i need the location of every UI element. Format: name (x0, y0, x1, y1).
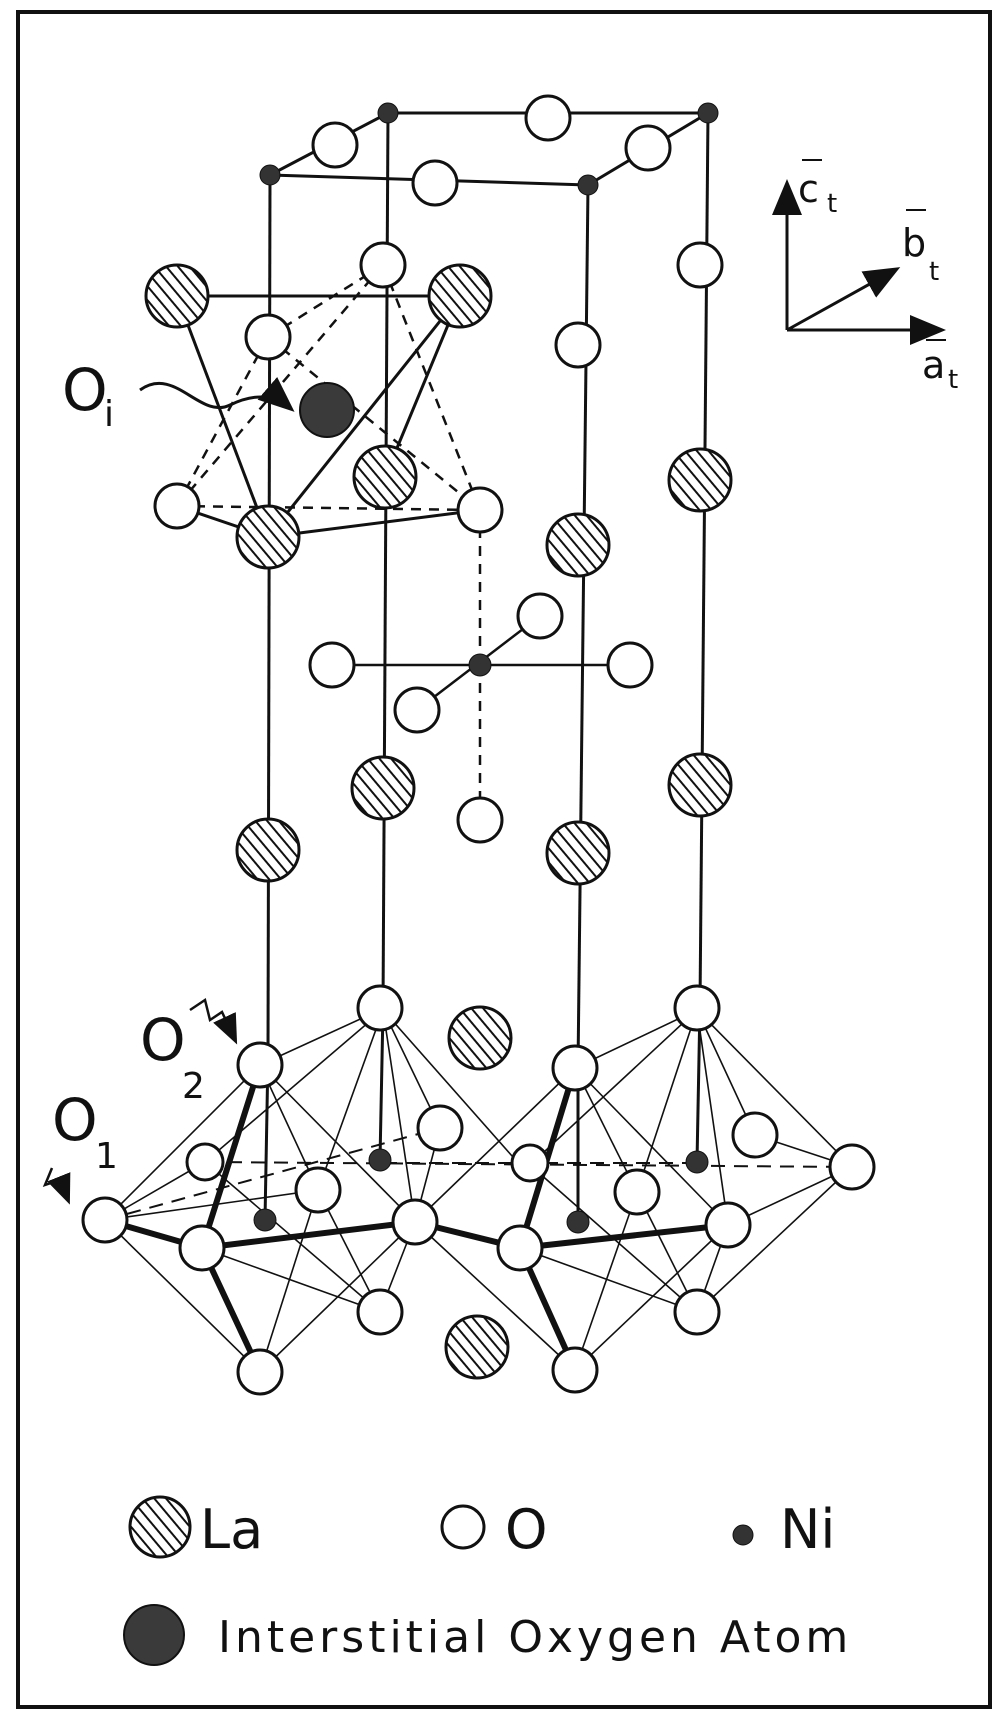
nickel-atoms (253, 102, 719, 1234)
label-o1-sub: 1 (95, 1136, 118, 1177)
legend-o-label: O (505, 1498, 548, 1561)
label-o1: O 1 (42, 1086, 118, 1205)
interstitial-oxygen-atom (299, 382, 355, 438)
axis-diagram: c t b t a t (772, 159, 958, 395)
legend-la-swatch (128, 1495, 192, 1559)
label-o2: O 2 (140, 997, 238, 1107)
axis-c-sub: t (827, 189, 837, 219)
label-o2-sub: 2 (182, 1066, 205, 1107)
lattice-verticals-lower (263, 1004, 702, 1222)
figure-frame (16, 10, 992, 1709)
label-oi-main: O (62, 356, 108, 424)
top-cell-dashed (175, 263, 482, 820)
o1-pointer-arrow (42, 1167, 71, 1205)
legend-la-label: La (200, 1498, 263, 1561)
axis-a-sub: t (948, 365, 958, 395)
axis-b-label: b (902, 221, 926, 265)
legend-o-swatch (440, 1504, 486, 1550)
axis-b-arrow (786, 267, 901, 332)
top-cell-bonds (175, 111, 710, 1069)
axis-a-label: a (922, 343, 945, 387)
legend-interstitial-swatch (123, 1604, 185, 1666)
legend: La O Ni Interstitial Oxygen Atom (123, 1495, 852, 1666)
oxygen-atoms (81, 94, 876, 1396)
o2-pointer-arrow (189, 997, 238, 1045)
legend-interstitial-label: Interstitial Oxygen Atom (218, 1612, 852, 1663)
label-o1-main: O (52, 1086, 98, 1154)
legend-ni-label: Ni (780, 1498, 835, 1561)
oi-pointer-arrow (139, 377, 295, 412)
label-oi: O i (62, 356, 295, 435)
axis-b-sub: t (929, 257, 939, 287)
lanthanum-atoms (144, 263, 733, 1380)
label-oi-sub: i (104, 394, 114, 435)
legend-ni-swatch (732, 1524, 754, 1546)
label-o2-main: O (140, 1006, 186, 1074)
axis-c-label: c (798, 167, 819, 211)
